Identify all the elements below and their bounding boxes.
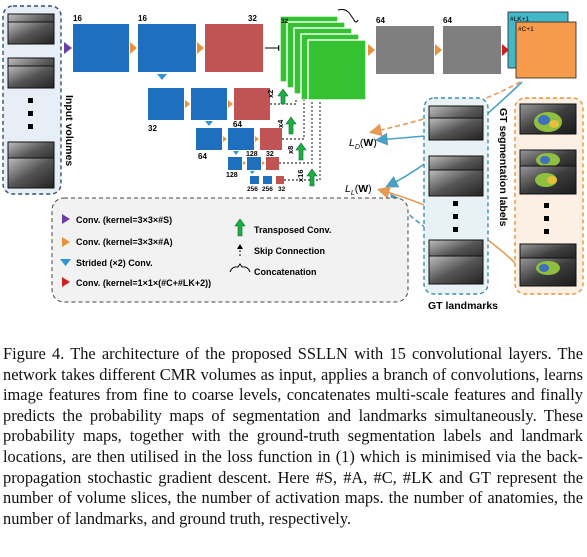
conv-block [263,176,272,184]
encoder-top-row: 16 16 32 [73,14,284,80]
ellipsis-dots [28,98,33,129]
strided-conv-marker [250,171,255,174]
channel-label: 32 [278,186,286,193]
conv-block [191,88,227,120]
upsample-label: x16 [296,169,305,182]
transposed-legend-icon [234,218,246,237]
channel-label: 128 [226,172,238,179]
gt-landmarks-label: GT landmarks [428,300,498,312]
conv-block [138,24,196,72]
channel-label: 32 [281,18,289,25]
architecture-figure: Input volumes 16 16 32 32 64 64 #LK+1 [2,5,584,312]
conv-a-legend-icon [62,237,70,247]
input-volumes-panel: Input volumes [2,5,75,195]
channel-label: 32 [248,14,257,23]
output-label: #LK+1 [510,16,529,23]
conv-a-marker [197,42,204,54]
conv-block [266,157,279,170]
channel-label: 32 [148,124,157,133]
channel-label: 64 [198,152,207,161]
conv-a-marker [262,161,265,165]
channel-label: 32 [266,151,274,158]
segmentation-output-block [515,21,577,79]
figure-caption: Figure 4. The architecture of the propos… [3,344,583,528]
conv-block [234,88,270,120]
channel-label: 64 [443,16,452,25]
legend-conv-1x1: Conv. (kernel=1×1×(#C+#LK+2)) [76,278,211,288]
conv-block [228,128,254,150]
transposed-conv-arrow [295,142,307,161]
conv-block [205,24,263,72]
conv-a-marker [435,44,442,56]
transposed-conv-arrow [306,168,318,187]
conv-a-marker [185,100,190,108]
conv-a-marker [368,44,375,56]
legend: Conv. (kernel=3×3×#S) Conv. (kernel=3×3×… [51,197,409,303]
gt-segmentation-label: GT segmentation labels [497,108,509,227]
gt-segmentation-panel: GT segmentation labels [497,97,584,295]
conv-a-marker [255,136,259,142]
input-slice [7,141,55,189]
transposed-conv-arrow [277,88,289,105]
conv-block [73,24,129,72]
transposed-conv-arrows: x2 x4 x8 x16 [266,88,318,187]
strided-conv-marker [205,121,213,126]
strided-legend-icon [60,259,71,266]
legend-strided: Strided (×2) Conv. [76,258,153,268]
strided-conv-marker [233,151,239,155]
conv-a-marker [228,100,233,108]
skip-connections [270,98,321,181]
conv-block [443,26,501,74]
input-slice [7,13,55,45]
legend-conv-s: Conv. (kernel=3×3×#S) [76,215,172,225]
channel-label: 16 [138,14,147,23]
conv-1x1-marker [502,44,509,56]
conv-block [260,128,282,150]
dice-loss-label: LD(W) [349,137,377,151]
conv-a-marker [223,136,227,142]
conv-1x1-legend-icon [62,277,70,287]
landmark-loss-label: LL(W) [345,183,372,197]
input-volumes-label: Input volumes [63,95,75,166]
legend-transposed: Transposed Conv. [254,225,331,235]
input-slice [7,57,55,89]
concatenation-stack: 32 [279,9,375,101]
strided-conv-marker [157,74,167,80]
conv-block [148,88,184,120]
gt-landmarks-panel: GT landmarks [423,97,498,312]
conv-block [196,128,222,150]
output-label: #C+1 [518,26,534,33]
upsample-label: x4 [276,119,285,128]
conv-block [250,176,259,184]
conv-a-marker [130,42,137,54]
transposed-conv-arrow [285,116,297,135]
conv-a-marker [243,161,246,165]
channel-label: 128 [246,151,258,158]
concat-legend-icon [229,263,251,273]
concatenation-brace [337,9,359,23]
upsample-label: x2 [266,90,275,98]
encoder-level-4: 128 128 32 [226,151,279,179]
legend-conv-a: Conv. (kernel=3×3×#A) [76,237,173,247]
conv-block [276,176,284,184]
channel-label: 16 [73,14,82,23]
upsample-label: x8 [286,146,295,154]
conv-s-legend-icon [62,214,70,224]
encoder-level-3: 64 64 [196,120,282,161]
conv-block [228,157,242,170]
channel-label: 64 [233,120,242,129]
channel-label: 256 [262,186,273,193]
conv-block [247,157,261,170]
decoder-head: 64 64 #LK+1 #C+1 [376,11,577,79]
encoder-level-5: 256 256 32 [247,176,286,193]
conv-s-marker [64,42,72,54]
channel-label: 256 [247,186,258,193]
skip-legend-icon [237,244,243,256]
encoder-level-2: 32 [148,88,270,133]
conv-block [376,26,434,74]
legend-skip: Skip Connection [254,246,325,256]
channel-label: 64 [376,16,385,25]
legend-concat: Concatenation [254,267,317,277]
